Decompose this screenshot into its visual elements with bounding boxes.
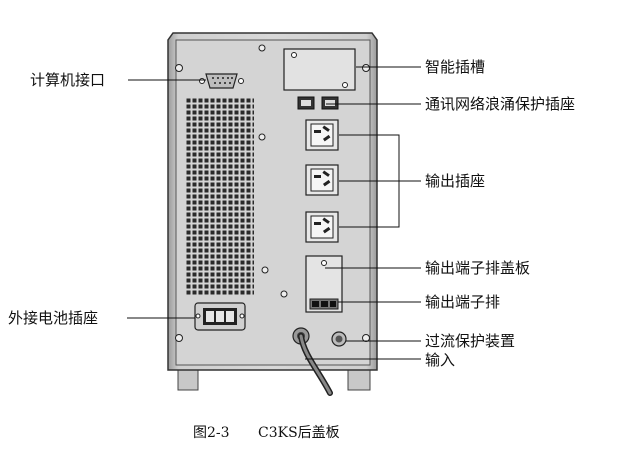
leader-lines xyxy=(127,66,421,360)
figure-number: 图2-3 xyxy=(193,425,230,441)
computer-port xyxy=(199,73,244,89)
right-foot xyxy=(347,369,371,391)
output-socket-2 xyxy=(305,164,339,196)
label-computer-port: 计算机接口 xyxy=(30,71,105,89)
left-foot xyxy=(177,369,199,391)
label-battery-socket: 外接电池插座 xyxy=(8,309,98,327)
label-smart-slot: 智能插槽 xyxy=(425,58,485,76)
panel-screws xyxy=(175,44,370,342)
figure-title: C3KS后盖板 xyxy=(258,425,340,441)
label-output-socket: 输出插座 xyxy=(425,172,485,190)
output-socket-1 xyxy=(305,119,339,151)
label-terminal-cover: 输出端子排盖板 xyxy=(425,259,530,277)
terminal-block xyxy=(309,298,339,310)
surge-protection-sockets xyxy=(297,96,339,110)
overcurrent-protector xyxy=(331,331,347,347)
smart-slot xyxy=(283,48,356,91)
input-cable xyxy=(292,327,333,396)
label-input: 输入 xyxy=(425,351,455,369)
label-surge-socket: 通讯网络浪涌保护插座 xyxy=(425,95,575,113)
output-socket-3 xyxy=(305,211,339,243)
battery-socket xyxy=(194,302,246,331)
ventilation-grille xyxy=(186,98,254,296)
label-overcurrent: 过流保护装置 xyxy=(425,332,515,350)
label-terminal-block: 输出端子排 xyxy=(425,293,500,311)
